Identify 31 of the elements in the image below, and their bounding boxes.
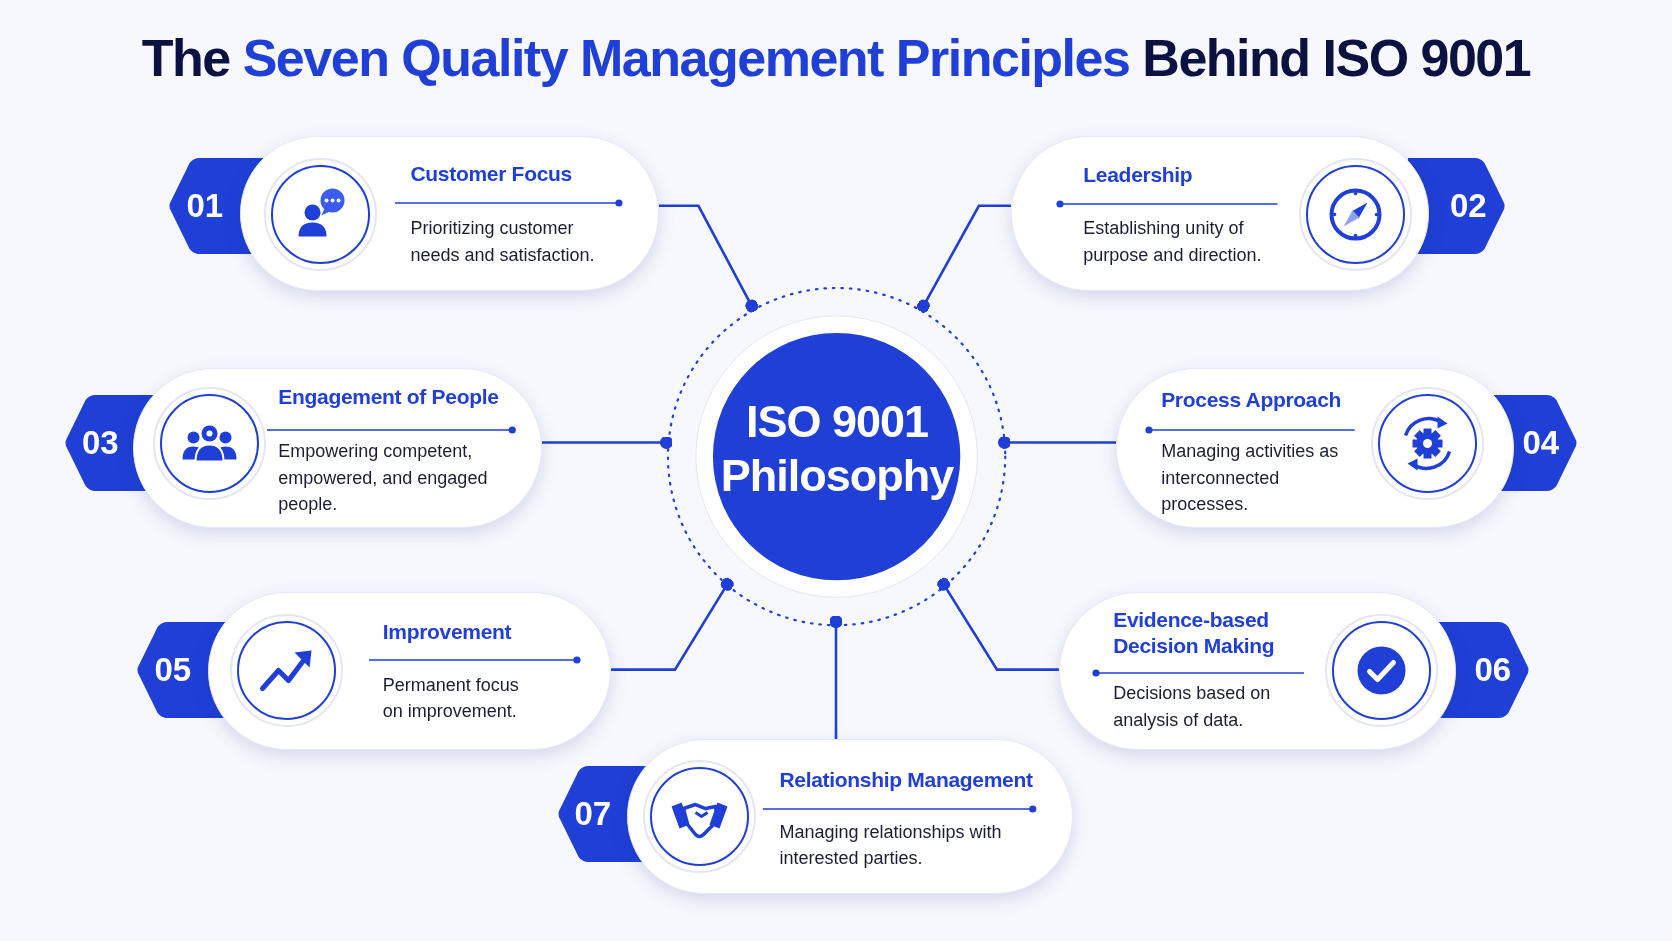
principle-title: Engagement of People [278,383,500,410]
step-number: 02 [1448,185,1488,226]
principle-description: Prioritizing customer needs and satisfaction. [410,217,596,267]
connector-line [541,436,673,450]
principle-description: Permanent focus on improvement. [382,673,520,724]
step-number: 03 [80,422,120,463]
step-number: 06 [1473,649,1513,690]
principle-title: Leadership [1083,162,1194,188]
principle-title: Process Approach [1161,387,1343,413]
hub-label: ISO 9001 Philosophy [719,394,955,503]
principle-title: Customer Focus [410,160,573,187]
connector-line [829,615,843,739]
principle-description: Managing relationships with interested parties. [779,820,1003,871]
principle-description: Managing activities as interconnected processes. [1161,440,1340,517]
principle-title: Improvement [382,619,513,646]
connector-line [998,436,1117,450]
principle-title: Relationship Management [779,766,1034,793]
hub-circle [666,285,1008,627]
step-number: 07 [573,793,613,834]
connector-line [659,204,759,313]
step-number: 04 [1521,422,1561,463]
principle-description: Decisions based on analysis of data. [1113,682,1272,732]
step-number: 05 [153,649,193,690]
title: The Seven Quality Management Principles Behind ISO 9001 [140,28,1532,88]
principle-description: Empowering competent, empowered, and engaged people. [278,440,489,517]
principle-title: Evidence-based Decision Making [1113,606,1276,659]
principle-description: Establishing unity of purpose and direction. [1083,217,1263,267]
connector-line [611,577,734,671]
connector-line [937,577,1059,671]
step-number: 01 [185,185,225,226]
connector-line [916,204,1011,313]
